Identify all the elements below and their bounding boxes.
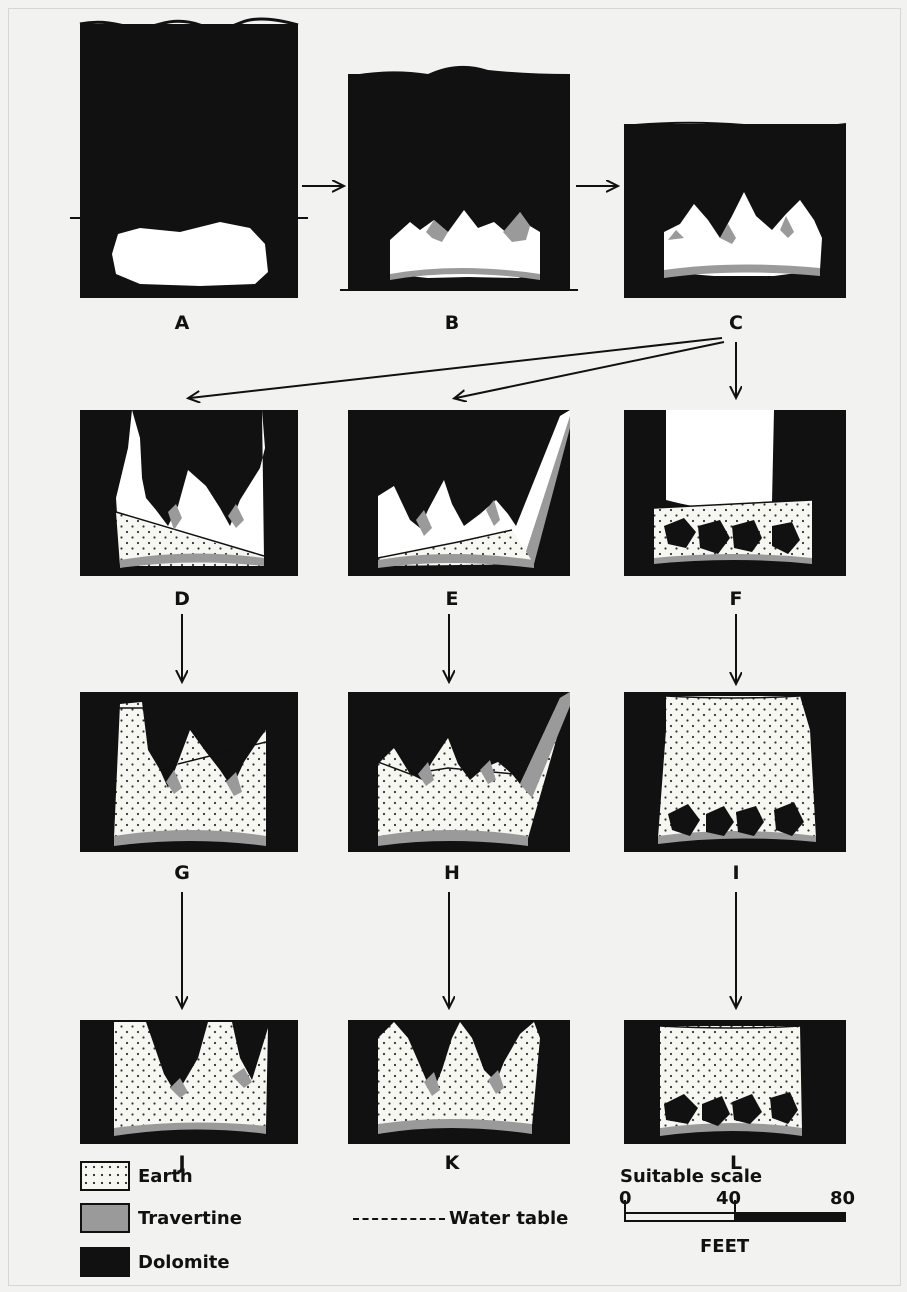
scale-title: Suitable scale [620,1166,762,1187]
legend-earth: Earth [80,1160,193,1192]
scale-tick-40: 40 [716,1188,741,1209]
legend-water-table-label: Water table [449,1208,568,1229]
scale-tick-80: 80 [830,1188,855,1209]
scale-bar-tick-start [624,1200,626,1220]
earth-swatch [80,1161,130,1191]
scale-bar [624,1212,846,1222]
legend-travertine-label: Travertine [138,1208,242,1229]
legend-earth-label: Earth [138,1166,193,1187]
arrow-c-d [190,338,722,398]
legend-dolomite: Dolomite [80,1246,230,1278]
scale-unit: FEET [700,1236,749,1257]
water-table-line [353,1218,445,1220]
legend-travertine: Travertine [80,1202,242,1234]
legend-water-table: Water table [353,1208,568,1229]
dolomite-swatch [80,1247,130,1277]
scale-bar-filled [735,1214,844,1220]
scale-bar-tick-mid [734,1200,736,1220]
legend-dolomite-label: Dolomite [138,1252,230,1273]
travertine-swatch [80,1203,130,1233]
arrow-c-e [456,342,724,398]
